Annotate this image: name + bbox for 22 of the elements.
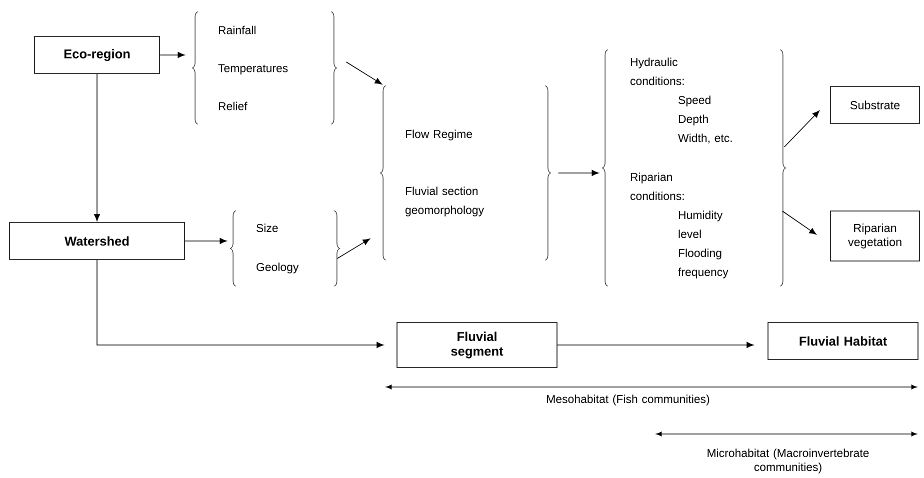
arrow [96,260,384,348]
brace-group: Size Geology [230,210,340,287]
process-box: Eco-region [34,36,160,74]
arrow [94,74,100,221]
process-box: Fluvial segment [396,322,558,368]
arrow [160,52,185,58]
process-box: Substrate [830,86,920,124]
arrow [346,62,382,84]
scale-label: Microhabitat (Macroinvertebrate communities) [708,448,869,474]
brace-group: Rainfall Temperatures Relief [192,11,337,125]
process-box: Fluvial Habitat [768,322,918,360]
process-box: Riparian vegetation [830,210,920,262]
arrow [184,238,227,244]
brace-group: Hydraulic conditions: Speed Depth Width, etc. Riparian conditions: Humidity level Flooding frequency [602,49,786,287]
brace-group: Flow Regime Fluvial section geomorphology [380,85,551,261]
scale-label: Mesohabitat (Fish communities) [547,394,710,406]
arrow [336,238,370,259]
arrow [557,342,754,348]
arrow [558,170,599,176]
process-box: Watershed [9,222,185,260]
arrow [782,210,816,235]
arrow [784,110,820,148]
